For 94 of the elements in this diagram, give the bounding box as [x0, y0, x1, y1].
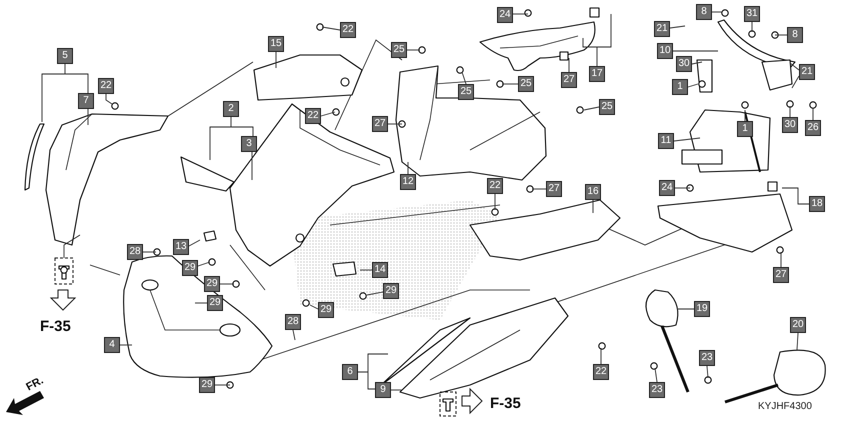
callout-number: 12	[400, 174, 416, 190]
leader-line	[320, 112, 336, 116]
leader-line	[188, 240, 200, 246]
callout-number: 30	[782, 117, 798, 133]
leader-line	[790, 62, 800, 88]
leader-line	[780, 252, 782, 268]
leader-line	[672, 50, 718, 52]
callout-number: 6	[342, 364, 358, 380]
leader-line	[676, 308, 694, 310]
callout-number: 24	[659, 180, 675, 196]
leader-line	[592, 200, 594, 214]
callout-number: 23	[699, 350, 715, 366]
leader-line	[670, 26, 686, 28]
leader-line	[692, 62, 702, 64]
callout-number: 24	[497, 7, 513, 23]
callout-number: 25	[391, 42, 407, 58]
callout-number: 4	[104, 337, 120, 353]
callout-number: 11	[658, 133, 674, 149]
callout-number: 29	[182, 260, 198, 276]
leader-line	[214, 384, 230, 386]
leader-line	[194, 302, 208, 304]
callout-number: 3	[241, 136, 257, 152]
callout-number: 8	[787, 27, 803, 43]
leader-line	[532, 188, 546, 190]
callout-number: 29	[318, 302, 334, 318]
callout-number: 31	[744, 6, 760, 22]
leader-line	[688, 84, 698, 88]
leader-line	[654, 368, 658, 382]
callout-number: 25	[458, 84, 474, 100]
callout-number: 16	[585, 184, 601, 200]
callout-number: 14	[372, 262, 388, 278]
callout-number: 27	[773, 267, 789, 283]
callout-number: 21	[799, 64, 815, 80]
leader-line	[674, 138, 700, 142]
callout-number: 22	[305, 108, 321, 124]
callout-number: 27	[561, 72, 577, 88]
callout-number: 29	[383, 283, 399, 299]
callout-number: 22	[340, 22, 356, 38]
leader-line	[774, 34, 788, 36]
callout-number: 30	[676, 56, 692, 72]
callout-number: 28	[127, 244, 143, 260]
leader-line	[812, 108, 814, 120]
callout-number: 2	[223, 101, 239, 117]
callout-number: 21	[654, 21, 670, 37]
leader-line	[600, 348, 602, 364]
leader-line	[42, 64, 88, 122]
callout-number: 13	[173, 239, 189, 255]
callout-number: 25	[599, 99, 615, 115]
leader-line	[494, 194, 496, 210]
leader-line	[782, 188, 810, 204]
callout-number: 1	[672, 79, 688, 95]
leader-line	[292, 330, 296, 340]
leader-line	[210, 116, 254, 160]
callout-number: 19	[694, 301, 710, 317]
callout-number: 15	[268, 36, 284, 52]
callout-number: 10	[657, 43, 673, 59]
leader-line	[706, 366, 708, 378]
callout-number: 9	[375, 382, 391, 398]
callout-number: 22	[487, 178, 503, 194]
callout-number: 25	[518, 76, 534, 92]
callout-number: 27	[546, 181, 562, 197]
leader-line	[310, 304, 318, 310]
reference-label: F-35	[40, 318, 71, 335]
leader-line	[198, 262, 210, 266]
callout-number: 22	[593, 364, 609, 380]
callout-number: 29	[199, 377, 215, 393]
leader-line	[322, 26, 340, 30]
callout-number: 20	[790, 317, 806, 333]
callout-number: 18	[809, 196, 825, 212]
front-label: FR.	[24, 374, 46, 394]
callout-number: 26	[805, 120, 821, 136]
callout-number: 22	[98, 78, 114, 94]
callout-number: 7	[78, 93, 94, 109]
diagram-code: KYJHF4300	[758, 401, 812, 412]
reference-label: F-35	[490, 395, 521, 412]
leader-line	[568, 58, 570, 72]
callout-number: 5	[57, 48, 73, 64]
leader-line	[120, 344, 132, 346]
callout-number: 27	[372, 116, 388, 132]
leader-line	[358, 354, 388, 390]
leader-line	[462, 72, 466, 84]
leader-line	[366, 292, 384, 296]
callout-number: 29	[204, 276, 220, 292]
callout-number: 8	[696, 4, 712, 20]
callout-number: 28	[285, 314, 301, 330]
leader-line	[582, 14, 612, 66]
callout-number: 17	[589, 66, 605, 82]
leader-line	[744, 110, 746, 122]
callout-number: 1	[737, 121, 753, 137]
leader-line	[106, 94, 112, 104]
callout-number: 29	[207, 295, 223, 311]
leader-line	[796, 332, 798, 350]
leader-line	[584, 106, 600, 110]
callout-number: 23	[649, 382, 665, 398]
